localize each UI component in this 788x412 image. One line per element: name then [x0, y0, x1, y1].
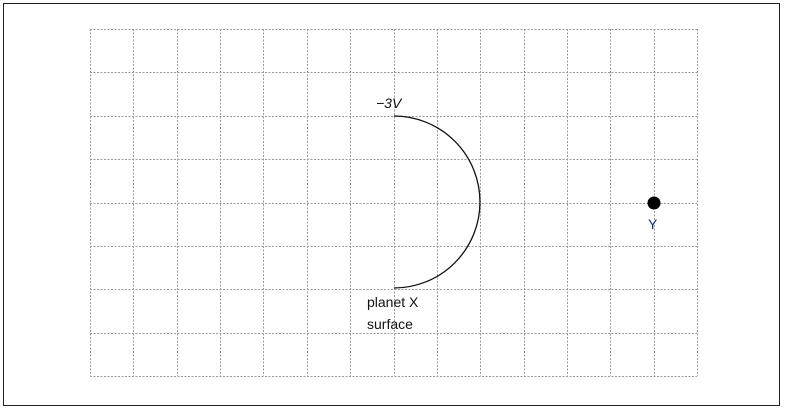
point-y-dot — [647, 196, 661, 210]
equipotential-label: −3V — [376, 95, 403, 111]
point-y-label: Y — [648, 216, 658, 232]
surface-label-line2: surface — [367, 316, 413, 332]
surface-label-line1: planet X — [367, 294, 419, 310]
planet-x-surface-curve — [393, 115, 481, 289]
